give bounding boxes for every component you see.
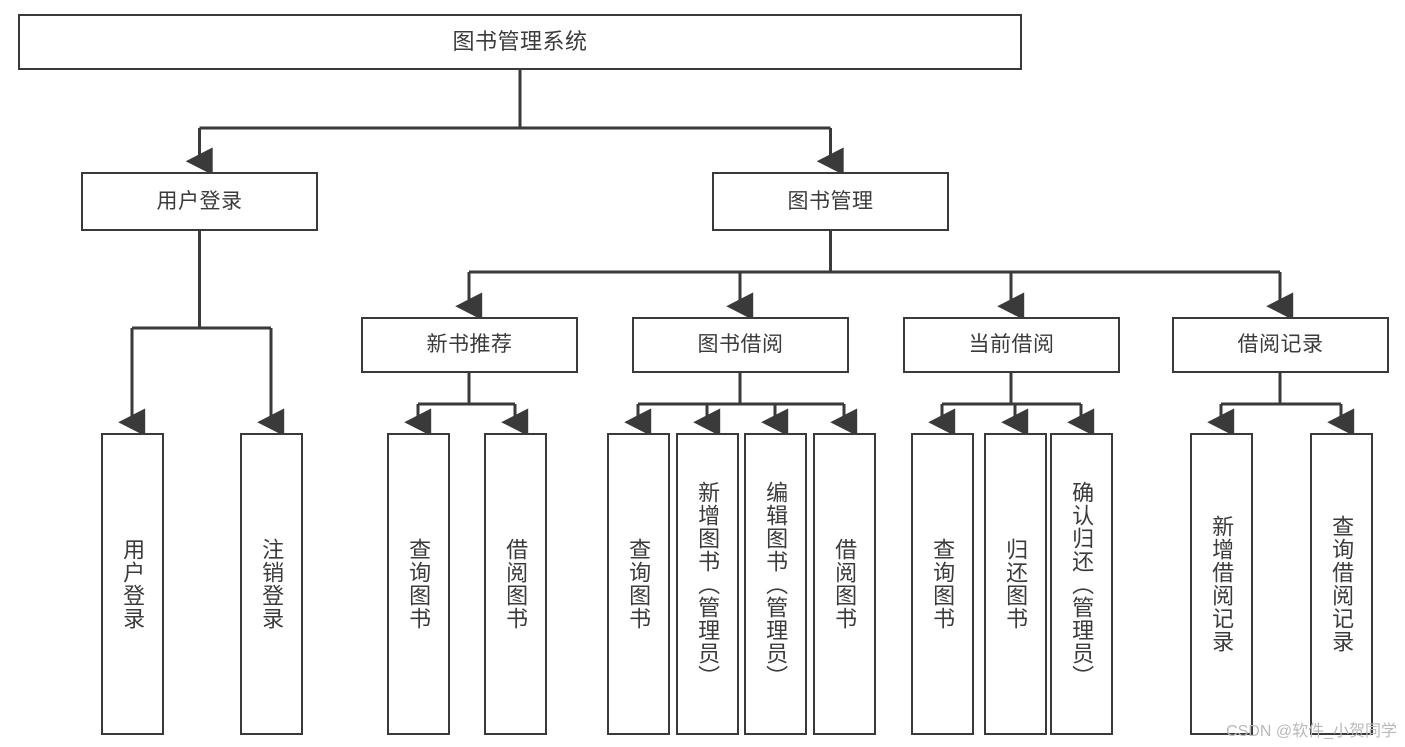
node-leaf-add-record[interactable]: 新增借阅记录: [1190, 433, 1253, 735]
node-leaf-borrow-book-label: 借阅图书: [832, 538, 858, 630]
node-new-book-rec[interactable]: 新书推荐: [361, 317, 578, 373]
node-book-borrow-label: 图书借阅: [697, 333, 784, 357]
node-borrow-record-label: 借阅记录: [1237, 333, 1324, 357]
node-current-borrow[interactable]: 当前借阅: [903, 317, 1120, 373]
node-leaf-query-book-borrow[interactable]: 查询图书: [607, 433, 670, 735]
node-leaf-query-record[interactable]: 查询借阅记录: [1310, 433, 1373, 735]
node-root[interactable]: 图书管理系统: [18, 14, 1022, 70]
node-book-manage[interactable]: 图书管理: [712, 172, 949, 231]
node-leaf-user-login-label: 用户登录: [120, 538, 146, 630]
node-leaf-user-login[interactable]: 用户登录: [101, 433, 164, 735]
node-leaf-query-book-rec[interactable]: 查询图书: [387, 433, 450, 735]
node-current-borrow-label: 当前借阅: [968, 333, 1055, 357]
node-leaf-confirm-return[interactable]: 确认归还（管理员）: [1050, 433, 1113, 735]
node-leaf-query-record-label: 查询借阅记录: [1329, 515, 1355, 653]
node-leaf-add-book-label: 新增图书（管理员）: [695, 480, 721, 688]
node-user-login-label: 用户登录: [156, 189, 243, 213]
watermark: CSDN @软件_小贺同学: [1226, 723, 1397, 740]
node-leaf-add-book[interactable]: 新增图书（管理员）: [676, 433, 739, 735]
node-leaf-confirm-return-label: 确认归还（管理员）: [1069, 480, 1095, 688]
node-leaf-borrow-book-rec-label: 借阅图书: [503, 538, 529, 630]
node-new-book-rec-label: 新书推荐: [426, 333, 513, 357]
node-leaf-borrow-book-rec[interactable]: 借阅图书: [484, 433, 547, 735]
node-leaf-return-book[interactable]: 归还图书: [984, 433, 1047, 735]
node-user-login[interactable]: 用户登录: [81, 172, 318, 231]
node-leaf-return-book-label: 归还图书: [1003, 538, 1029, 630]
node-leaf-edit-book[interactable]: 编辑图书（管理员）: [744, 433, 807, 735]
node-borrow-record[interactable]: 借阅记录: [1172, 317, 1389, 373]
node-root-label: 图书管理系统: [452, 28, 588, 54]
node-book-borrow[interactable]: 图书借阅: [632, 317, 849, 373]
node-leaf-logout[interactable]: 注销登录: [240, 433, 303, 735]
node-leaf-logout-label: 注销登录: [259, 538, 285, 630]
node-leaf-add-record-label: 新增借阅记录: [1209, 515, 1235, 653]
node-leaf-query-book-rec-label: 查询图书: [406, 538, 432, 630]
node-book-manage-label: 图书管理: [787, 189, 874, 213]
node-leaf-edit-book-label: 编辑图书（管理员）: [763, 480, 789, 688]
node-leaf-query-book-borrow-label: 查询图书: [626, 538, 652, 630]
node-leaf-borrow-book[interactable]: 借阅图书: [813, 433, 876, 735]
node-leaf-query-book-cur[interactable]: 查询图书: [911, 433, 974, 735]
node-leaf-query-book-cur-label: 查询图书: [930, 538, 956, 630]
